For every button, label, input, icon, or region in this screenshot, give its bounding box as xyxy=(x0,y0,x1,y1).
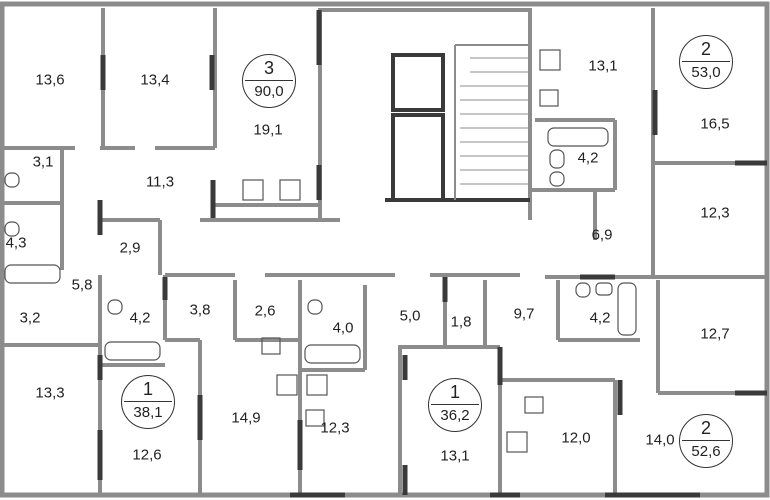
apartment-badge: 1 36,2 xyxy=(428,378,482,432)
room-area: 9,7 xyxy=(513,305,535,323)
room-area: 19,1 xyxy=(253,121,283,139)
apartment-rooms: 1 xyxy=(431,380,479,405)
apartment-area: 90,0 xyxy=(254,83,284,100)
room-area: 4,2 xyxy=(129,309,151,327)
room-area: 16,5 xyxy=(700,115,730,133)
apartment-area: 38,1 xyxy=(133,404,163,421)
room-area: 3,1 xyxy=(32,153,54,171)
room-area: 3,8 xyxy=(189,301,211,319)
room-area: 13,1 xyxy=(588,57,618,75)
room-area: 2,6 xyxy=(254,302,276,320)
apartment-badge: 2 53,0 xyxy=(679,35,733,89)
room-area: 1,8 xyxy=(450,313,472,331)
room-area: 3,2 xyxy=(19,309,41,327)
apartment-badge: 3 90,0 xyxy=(242,54,296,108)
room-area: 5,8 xyxy=(71,276,93,294)
room-area: 2,9 xyxy=(119,239,141,257)
room-area: 12,0 xyxy=(561,429,591,447)
apartment-rooms: 2 xyxy=(682,37,730,62)
room-area: 13,6 xyxy=(35,71,65,89)
apartment-rooms: 1 xyxy=(124,377,172,402)
room-area: 13,1 xyxy=(440,447,470,465)
room-area: 12,3 xyxy=(320,419,350,437)
room-area: 6,9 xyxy=(591,226,613,244)
room-area: 12,3 xyxy=(700,204,730,222)
room-area: 13,4 xyxy=(140,71,170,89)
room-area: 4,0 xyxy=(332,319,354,337)
room-area: 12,6 xyxy=(132,446,162,464)
room-area: 14,9 xyxy=(231,409,261,427)
apartment-badge: 1 38,1 xyxy=(121,375,175,429)
apartment-area: 53,0 xyxy=(691,64,721,81)
apartment-area: 36,2 xyxy=(440,407,470,424)
room-area: 14,0 xyxy=(645,431,675,449)
apartment-badge: 2 52,6 xyxy=(679,414,733,468)
room-area: 4,2 xyxy=(589,309,611,327)
apartment-rooms: 2 xyxy=(682,416,730,441)
apartment-rooms: 3 xyxy=(245,56,293,81)
room-area: 11,3 xyxy=(145,173,175,191)
room-area: 5,0 xyxy=(399,307,421,325)
room-area: 4,2 xyxy=(577,149,599,167)
apartment-area: 52,6 xyxy=(691,443,721,460)
room-area: 13,3 xyxy=(35,384,65,402)
room-area: 4,3 xyxy=(5,234,27,252)
room-area: 12,7 xyxy=(700,325,730,343)
